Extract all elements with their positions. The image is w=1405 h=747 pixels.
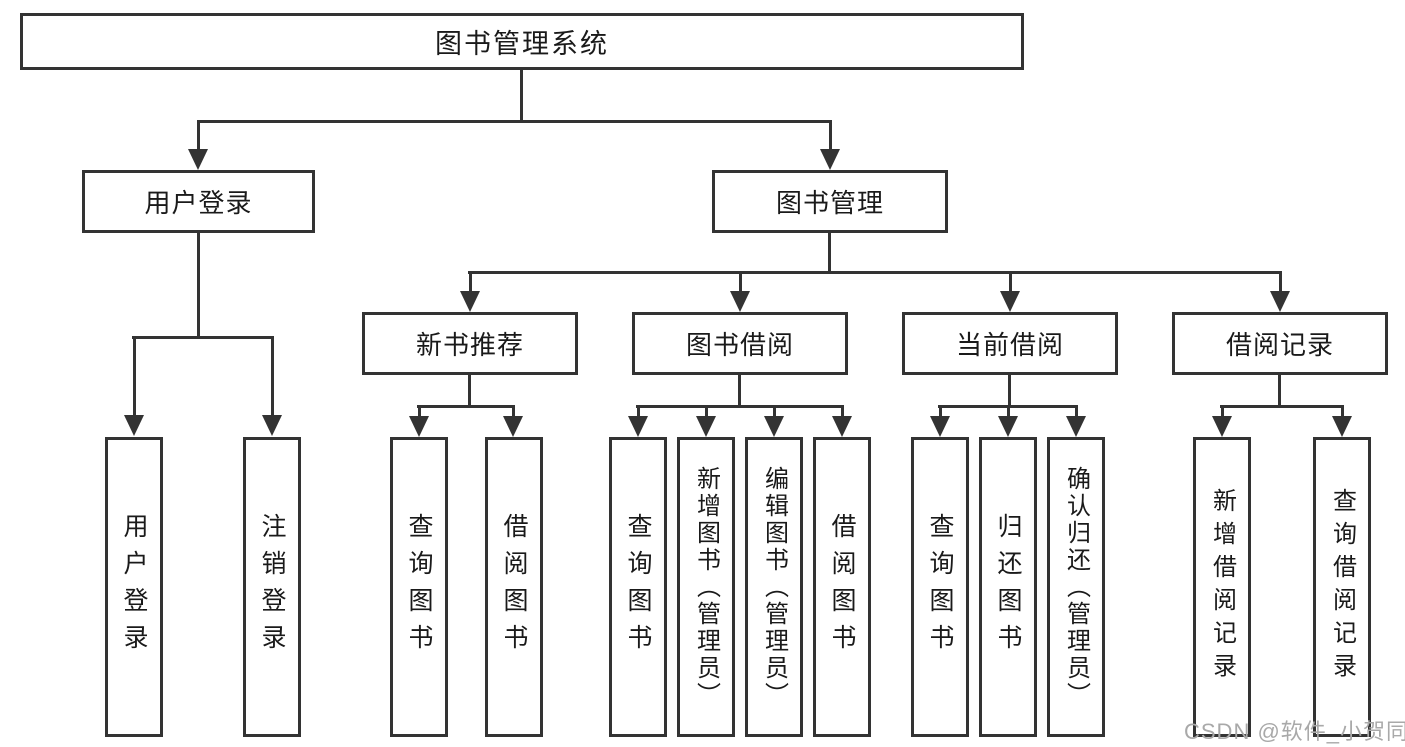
arrow-to-book-management [820,122,840,170]
node-user-login: 用户登录 [82,170,315,233]
connector-new-book-recommend-stem [468,375,471,408]
connector-current-borrow-stem [1008,375,1011,408]
leaf-query-books-recommend: 查询图书 [390,437,448,737]
connector-new-book-recommend-rail [417,405,515,408]
arrow-to-leaf-user-login [124,338,144,436]
node-book-borrow: 图书借阅 [632,312,848,375]
connector-book-management-rail [468,271,1282,274]
node-book-management: 图书管理 [712,170,948,233]
connector-book-borrow-rail [636,405,844,408]
arrow-g5-query-record [1332,407,1352,437]
node-new-book-recommend: 新书推荐 [362,312,578,375]
arrow-g3-borrow-books [832,407,852,437]
leaf-query-books-current: 查询图书 [911,437,969,737]
arrow-g2-borrow-books [503,407,523,437]
leaf-add-book-admin: 新增图书（管理员） [677,437,735,737]
leaf-edit-book-admin: 编辑图书（管理员） [745,437,803,737]
leaf-add-borrow-record: 新增借阅记录 [1193,437,1251,737]
watermark: CSDN @软件_小贺同学 [1184,719,1405,744]
node-borrow-records: 借阅记录 [1172,312,1388,375]
arrow-g2-query-books [409,407,429,437]
leaf-confirm-return-admin: 确认归还（管理员） [1047,437,1105,737]
leaf-query-borrow-record: 查询借阅记录 [1313,437,1371,737]
arrow-g5-add-record [1212,407,1232,437]
leaf-borrow-books-recommend: 借阅图书 [485,437,543,737]
arrow-to-current-borrow [1000,273,1020,312]
connector-user-login-rail [132,336,274,339]
node-current-borrow: 当前借阅 [902,312,1118,375]
connector-user-login-stem [197,233,200,338]
connector-book-borrow-stem [738,375,741,408]
arrow-g3-edit-book [764,407,784,437]
leaf-user-login: 用户登录 [105,437,163,737]
arrow-to-book-borrow [730,273,750,312]
connector-borrow-records-rail [1220,405,1344,408]
arrow-g4-query-books [930,407,950,437]
node-root: 图书管理系统 [20,13,1024,70]
leaf-return-book: 归还图书 [979,437,1037,737]
leaf-borrow-books: 借阅图书 [813,437,871,737]
arrow-g4-return-book [998,407,1018,437]
arrow-g4-confirm-return [1066,407,1086,437]
arrow-g3-add-book [696,407,716,437]
connector-root-rail [197,120,832,123]
connector-book-management-stem [828,233,831,273]
arrow-to-user-login [188,122,208,170]
arrow-to-leaf-logout [262,338,282,436]
connector-borrow-records-stem [1278,375,1281,408]
leaf-logout: 注销登录 [243,437,301,737]
leaf-query-books-borrow: 查询图书 [609,437,667,737]
connector-current-borrow-rail [938,405,1078,408]
arrow-g3-query-books [628,407,648,437]
arrow-to-borrow-records [1270,273,1290,312]
connector-root-stem [520,70,523,122]
arrow-to-new-book-recommend [460,273,480,312]
